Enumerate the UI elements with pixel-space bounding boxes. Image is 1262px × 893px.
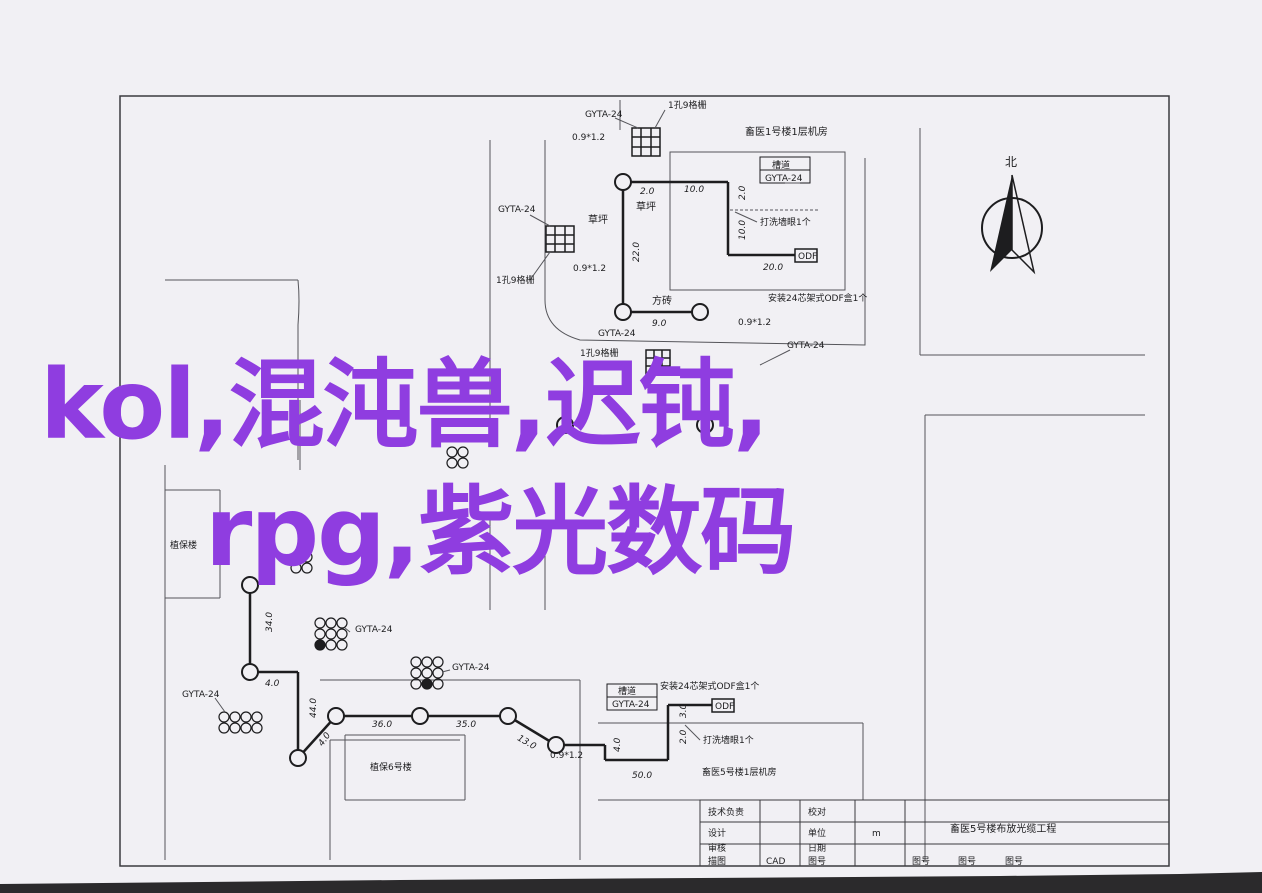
dim-35-0: 35.0 — [456, 720, 476, 730]
road-left-label: 植保楼 — [170, 539, 197, 551]
dim-50-0: 50.0 — [632, 771, 652, 781]
manhole-node — [614, 173, 632, 191]
grate-box-left — [545, 225, 575, 253]
manhole-node — [499, 707, 517, 725]
brick-label: 方砖 — [652, 294, 672, 307]
cable-label-b2: GYTA-24 — [452, 663, 490, 673]
tb-tech: 技术负责 — [708, 806, 744, 818]
cable-label: GYTA-24 — [585, 110, 623, 120]
dim-2-0-b: 2.0 — [679, 729, 689, 744]
building-top-label: 畜医1号楼1层机房 — [745, 125, 828, 138]
tb-design: 设计 — [708, 827, 726, 839]
wall-hole-label-b: 打洗墙眼1个 — [703, 734, 754, 746]
cable-label-b4: 0.9*1.2 — [550, 751, 583, 761]
grate-box-mid — [645, 349, 671, 375]
dim-22-0: 22.0 — [632, 242, 642, 262]
manhole-node — [411, 707, 429, 725]
grass-label-left: 草坪 — [588, 213, 608, 226]
drawing-frame — [119, 95, 1170, 867]
north-label: 北 — [1005, 155, 1017, 169]
dim-44-0: 44.0 — [309, 698, 319, 718]
manhole-node — [547, 736, 565, 754]
odf-install-label: 安装24芯架式ODF盒1个 — [768, 292, 867, 304]
building-bottom-label: 畜医5号楼1层机房 — [702, 766, 776, 778]
title-block — [699, 799, 1170, 867]
manhole-node — [614, 303, 632, 321]
manhole-node — [241, 576, 259, 594]
pipe-bundle-3 — [218, 711, 263, 734]
shaft-title-bottom: 槽道 — [618, 685, 636, 697]
tb-draw: 描图 — [708, 855, 726, 867]
tb-project: 畜医5号楼布放光缆工程 — [950, 822, 1056, 835]
pipe-bundle-4 — [290, 446, 469, 574]
pipe-label: 0.9*1.2 — [572, 133, 605, 143]
tb-check: 校对 — [808, 806, 826, 818]
shaft-cable-top: GYTA-24 — [765, 174, 803, 184]
tb-unit-val: m — [872, 829, 881, 839]
shaft-title-top: 槽道 — [772, 159, 790, 171]
dim-3-0: 3.0 — [679, 703, 689, 718]
odf-install-label-b: 安装24芯架式ODF盒1个 — [660, 680, 759, 692]
grate-label: 1孔9格栅 — [668, 99, 706, 111]
dim-4-0-a: 4.0 — [265, 679, 280, 689]
dim-34-0: 34.0 — [265, 612, 275, 632]
manhole-node — [691, 303, 709, 321]
manhole-node — [289, 749, 307, 767]
pipe-bundle-2 — [410, 656, 444, 690]
manhole-node — [696, 416, 714, 434]
cable-label-b1: GYTA-24 — [355, 625, 393, 635]
pipe-label-left: 0.9*1.2 — [573, 264, 606, 274]
dim-4-0-c: 4.0 — [613, 737, 623, 752]
cable-label-left: GYTA-24 — [498, 205, 536, 215]
grate-label-mid: 1孔9格栅 — [580, 347, 618, 359]
odf-label-top: ODF — [798, 252, 817, 262]
pipe-label-right: 0.9*1.2 — [738, 318, 771, 328]
tb-review: 审核 — [708, 842, 726, 854]
tb-date: 日期 — [808, 843, 826, 854]
leader-lines — [214, 109, 800, 741]
wall-hole-label: 打洗墙眼1个 — [760, 216, 811, 228]
tb-fig3: 图号 — [1005, 856, 1023, 867]
tb-unit: 单位 — [808, 827, 826, 839]
pipe-bundle-1 — [314, 617, 348, 651]
cable-label-mid: GYTA-24 — [598, 329, 636, 339]
manhole-node — [241, 663, 259, 681]
dim-2-0: 2.0 — [640, 187, 655, 197]
north-arrow-icon — [981, 174, 1043, 275]
tb-sheet: 图号 — [808, 856, 826, 867]
dim-36-0: 36.0 — [372, 720, 392, 730]
top-equipment-room — [669, 151, 846, 291]
odf-box-top — [794, 248, 818, 263]
cable-label-mid-right: GYTA-24 — [787, 341, 825, 351]
manhole-nodes — [241, 173, 714, 767]
tb-fig2: 图号 — [958, 856, 976, 867]
tb-draw-val: CAD — [766, 857, 785, 867]
dim-20-0: 20.0 — [763, 263, 783, 273]
manhole-node — [556, 416, 574, 434]
grate-label-left: 1孔9格栅 — [496, 274, 534, 286]
dim-10-0: 10.0 — [684, 185, 704, 195]
tb-fig1: 图号 — [912, 856, 930, 867]
grate-box-top — [631, 127, 661, 157]
odf-box-bottom — [711, 698, 735, 713]
shaft-cable-bottom: GYTA-24 — [612, 700, 650, 710]
grass-label-right: 草坪 — [636, 200, 656, 213]
road-bottom-label: 植保6号楼 — [370, 761, 412, 773]
odf-label-bottom: ODF — [715, 702, 734, 712]
cable-label-b3: GYTA-24 — [182, 690, 220, 700]
dim-9-0: 9.0 — [652, 319, 667, 329]
manhole-node — [327, 707, 345, 725]
dim-2-0-v: 2.0 — [738, 185, 748, 200]
dim-10-0-v: 10.0 — [738, 220, 748, 240]
